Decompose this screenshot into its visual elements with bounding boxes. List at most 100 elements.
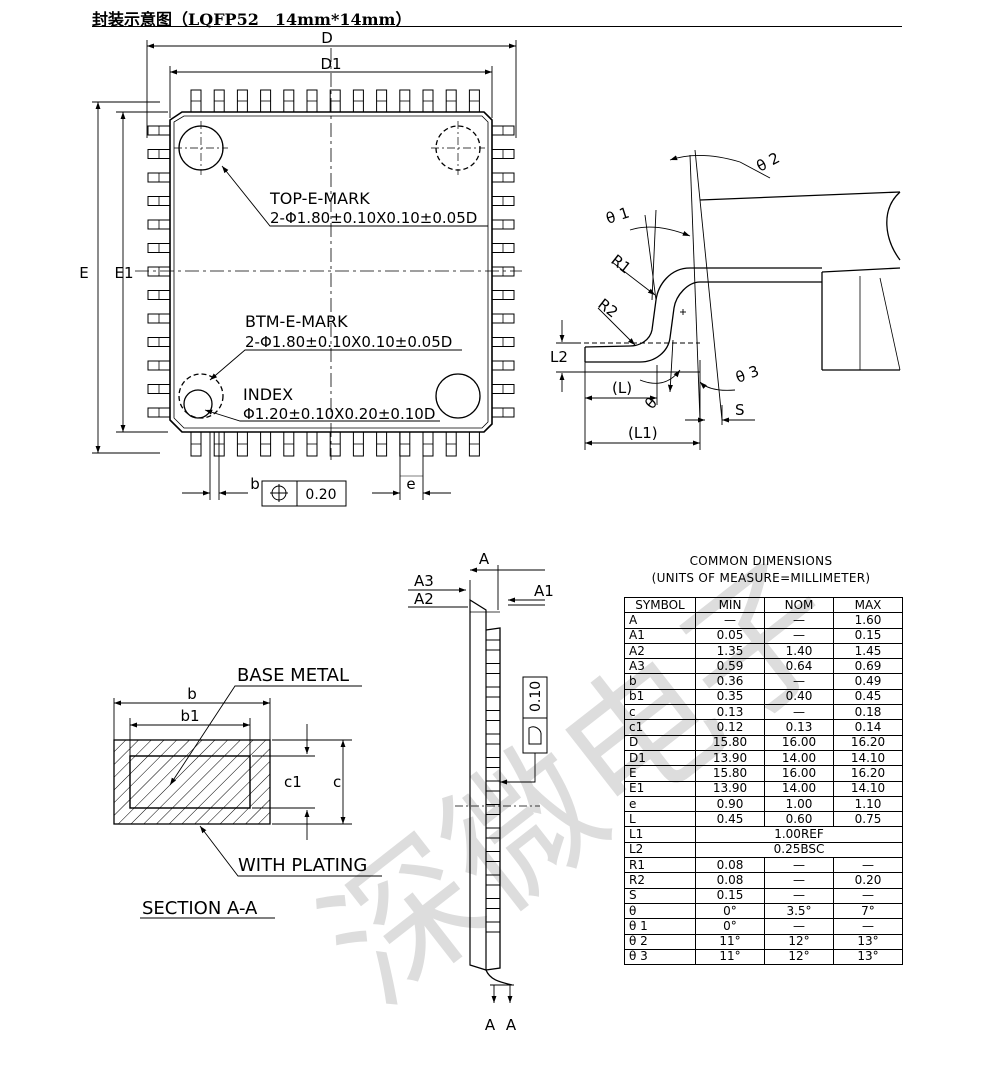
col-header-nom: NOM [764,596,834,614]
section-view [113,685,382,919]
cell-symbol: θ 3 [624,948,696,966]
dim-D-label: D [321,29,333,47]
L1-label: (L1) [628,424,658,442]
cell-symbol: c1 [624,719,696,736]
cell-nom: 14.00 [764,780,834,797]
cell-nom: 16.00 [764,765,834,782]
cell-min: 0.05 [695,627,765,644]
coplanarity-value: 0.10 [528,681,544,712]
cell-max: 1.45 [833,642,903,660]
dim-e-label: e [406,475,415,493]
cell-symbol: b [624,673,696,690]
side-pin [485,757,501,768]
cell-min: 11° [695,933,765,950]
cell-min: 15.80 [695,765,765,782]
index-label: INDEX [243,385,293,404]
section-view-text: BASE METAL WITH PLATING SECTION A-A b b1… [142,665,367,919]
side-pin [485,686,501,698]
left-pins [147,125,171,418]
cell-nom: 16.00 [764,734,834,751]
cell-nom: — [764,857,834,874]
base-metal-label: BASE METAL [237,665,349,686]
with-plating-label: WITH PLATING [238,855,367,876]
section-b1-label: b1 [180,707,199,725]
cell-nom: — [764,887,834,904]
cell-min: 0.13 [695,704,765,721]
cell-max: 14.10 [833,780,903,797]
cell-max: 16.20 [833,734,903,751]
page-title: 封装示意图（LQFP52 14mm*14mm） [92,10,412,29]
cell-min: 0° [695,902,765,920]
cell-max: 14.10 [833,749,903,767]
cell-symbol: A2 [624,642,696,660]
side-pin [485,663,501,674]
title-rule [92,26,902,27]
index-spec: Φ1.20±0.10X0.20±0.10D [243,405,435,423]
cell-min: 0.08 [695,857,765,874]
cell-nom: — [764,627,834,644]
cell-value-span: 0.25BSC [695,841,903,859]
cell-nom: 14.00 [764,749,834,767]
cell-symbol: c [624,704,696,721]
side-pin [485,710,501,721]
bottom-pins [190,431,480,457]
cell-min: 0.15 [695,887,765,904]
top-view-text: D D1 E E1 TOP-E-MARK 2-Φ1.80±0.10X0.10±0… [79,29,477,503]
cell-max: 0.75 [833,811,903,828]
cell-nom: 3.5° [764,902,834,920]
cell-min: 11° [695,948,765,966]
cell-max: 0.18 [833,704,903,721]
side-view [408,565,548,1003]
lead-detail [556,149,901,450]
cell-min: 15.80 [695,734,765,751]
cell-nom: 0.40 [764,688,834,706]
dim-A-label: A [479,550,490,568]
cell-nom: — [764,612,834,629]
cell-nom: 1.40 [764,642,834,660]
cell-min: 13.90 [695,780,765,797]
cell-symbol: A1 [624,627,696,644]
top-pins [190,89,480,113]
cell-min: 0.12 [695,719,765,736]
cell-max: 13° [833,933,903,950]
cell-nom: — [764,704,834,721]
cell-min: 0° [695,918,765,935]
cell-max: 0.14 [833,719,903,736]
dim-b-label: b [250,475,260,493]
R1-label: R1 [608,251,635,277]
table-heading: COMMON DIMENSIONS (UNITS OF MEASURE=MILL… [620,553,902,587]
cell-symbol: E [624,765,696,782]
cell-max: 0.69 [833,658,903,675]
btm-mark-label: BTM-E-MARK [245,312,348,331]
cell-symbol: b1 [624,688,696,706]
L-label: (L) [612,379,632,397]
cell-symbol: θ [624,902,696,920]
dim-A1-label: A1 [534,582,554,600]
cell-symbol: θ 1 [624,918,696,935]
table-header-row: SYMBOL MIN NOM MAX [624,596,903,614]
cell-max: 7° [833,902,903,920]
cell-min: 0.59 [695,658,765,675]
section-c1-label: c1 [284,773,302,791]
cell-symbol: R1 [624,857,696,874]
cell-min: 0.36 [695,673,765,690]
dim-D1-label: D1 [320,55,341,73]
dim-E1-label: E1 [114,264,133,282]
package-body-inner [173,115,489,429]
cell-symbol: θ 2 [624,933,696,950]
col-header-max: MAX [833,596,903,614]
cell-max: 16.20 [833,765,903,782]
cell-nom: — [764,872,834,889]
tolerance-frame [261,480,347,507]
cell-min: — [695,612,765,629]
